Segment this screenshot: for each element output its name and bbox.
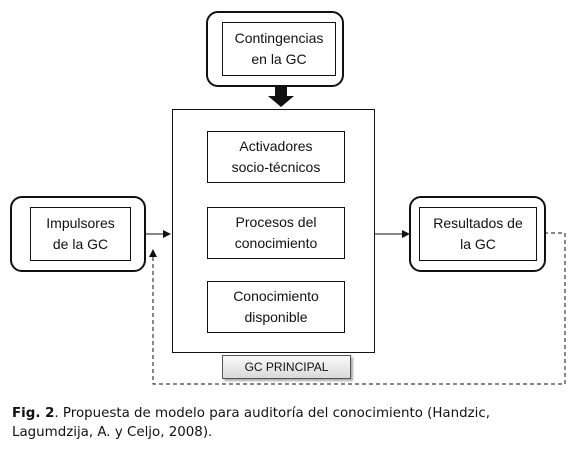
- resultados-box: Resultados de la GC: [419, 207, 537, 261]
- activadores-label: Activadores socio-técnicos: [231, 138, 321, 175]
- procesos-box: Procesos del conocimiento: [207, 207, 345, 259]
- caption-text: . Propuesta de modelo para auditoría del…: [12, 406, 490, 440]
- gc-principal-tab: GC PRINCIPAL: [222, 355, 351, 379]
- contingencias-box: Contingencias en la GC: [222, 22, 336, 76]
- conocimiento-label: Conocimiento disponible: [233, 288, 319, 325]
- thick-down-arrow: [268, 87, 294, 107]
- feedback-dashed-line: [149, 232, 566, 385]
- caption-label: Fig. 2: [12, 406, 55, 421]
- connector-lines: [146, 87, 566, 385]
- resultados-label: Resultados de la GC: [433, 215, 523, 252]
- gc-principal-label: GC PRINCIPAL: [244, 360, 329, 374]
- contingencias-label: Contingencias en la GC: [234, 30, 324, 67]
- figure-caption: Fig. 2. Propuesta de modelo para auditor…: [12, 404, 564, 442]
- impulsores-box: Impulsores de la GC: [30, 207, 131, 261]
- impulsores-label: Impulsores de la GC: [46, 215, 115, 252]
- conocimiento-box: Conocimiento disponible: [207, 281, 345, 333]
- procesos-label: Procesos del conocimiento: [234, 214, 318, 251]
- activadores-box: Activadores socio-técnicos: [207, 131, 345, 183]
